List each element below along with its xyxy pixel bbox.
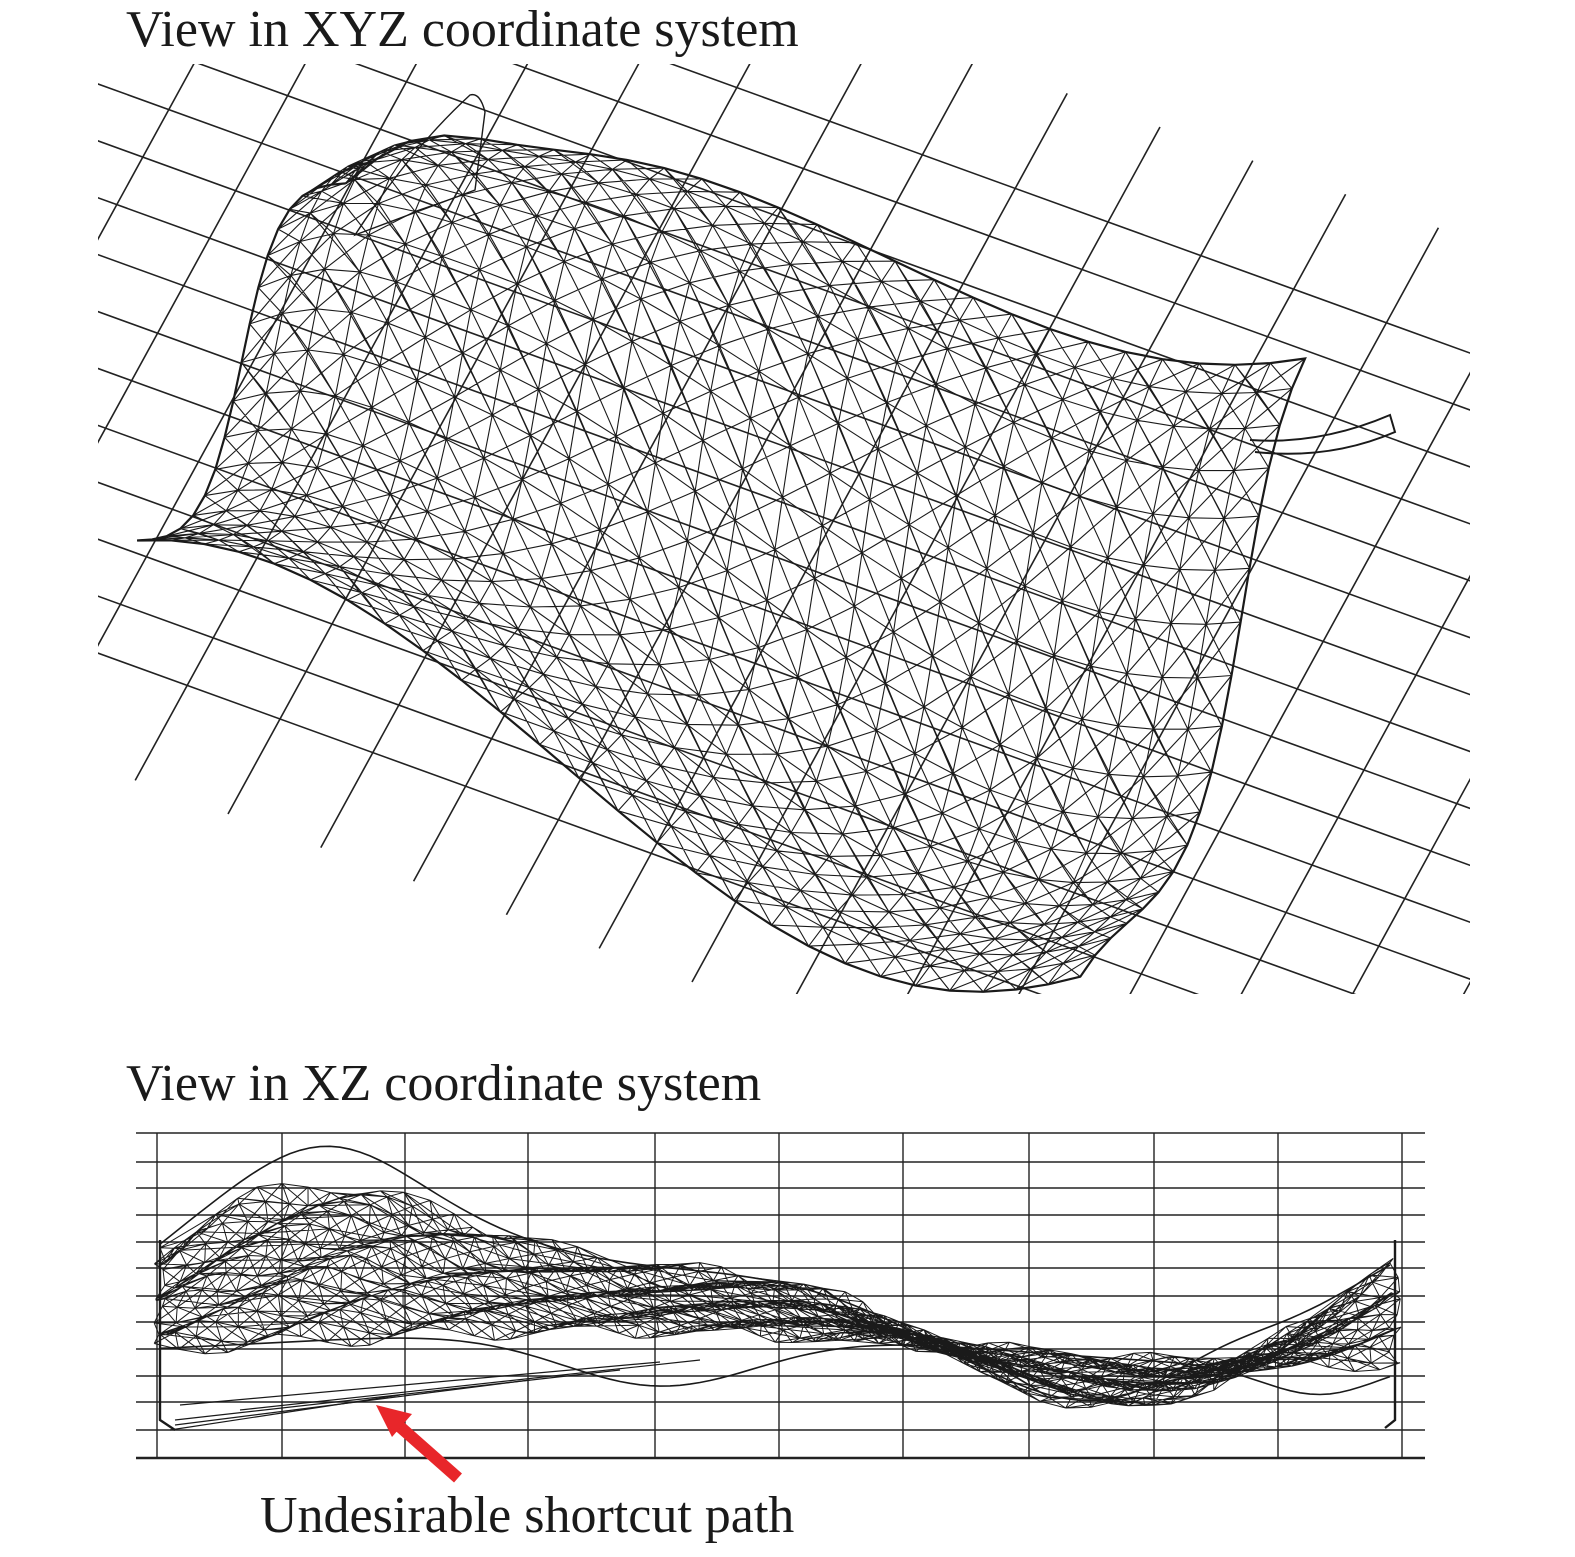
shortcut-path-segment bbox=[169, 1394, 401, 1431]
floor-grid-line bbox=[98, 64, 306, 444]
shortcut-path-line bbox=[169, 1359, 701, 1431]
floor-grid-line bbox=[98, 64, 418, 647]
floor-grid-line bbox=[197, 64, 1470, 525]
xyz-view bbox=[0, 0, 1575, 1284]
floor-grid-line bbox=[691, 126, 1161, 983]
floor-grid-line bbox=[227, 64, 640, 815]
floor-grid-line bbox=[512, 64, 1470, 411]
floor-grid-line bbox=[98, 595, 1200, 994]
floor-grid-line bbox=[98, 481, 1470, 980]
shortcut-arrow-icon bbox=[376, 1405, 462, 1483]
floor-grid-line bbox=[134, 64, 529, 781]
floor-grid-line bbox=[320, 64, 751, 848]
floor-grid-line bbox=[1351, 777, 1470, 994]
shortcut-path-segment bbox=[239, 1359, 701, 1411]
floor-grid-line bbox=[98, 310, 1470, 810]
floor-grid-line bbox=[669, 64, 1470, 354]
xz-view-title: View in XZ coordinate system bbox=[126, 1055, 762, 1112]
floor-grid-line bbox=[98, 196, 1470, 696]
xz-wireframe bbox=[153, 1183, 1402, 1409]
floor-grid-line bbox=[98, 538, 1357, 994]
xz-end-caps bbox=[158, 1240, 1397, 1431]
xz-grid bbox=[136, 1132, 1425, 1460]
surface-curl-left bbox=[353, 93, 486, 237]
floor-grid-line bbox=[98, 367, 1470, 867]
xyz-floor-grid bbox=[0, 0, 1575, 1284]
xz-upper-envelope bbox=[159, 1145, 1391, 1402]
arrow-head bbox=[376, 1405, 412, 1437]
floor-grid-line bbox=[98, 83, 1470, 582]
floor-grid-line bbox=[795, 160, 1254, 994]
surface-boundary bbox=[137, 134, 1307, 993]
floor-grid-line bbox=[98, 253, 1470, 753]
xyz-surface-mesh bbox=[137, 93, 1397, 993]
xz-view bbox=[136, 1132, 1425, 1460]
floor-grid-line bbox=[0, 0, 232, 646]
xz-lower-envelope bbox=[159, 1337, 1391, 1396]
floor-grid-line bbox=[98, 64, 195, 241]
floor-grid-line bbox=[98, 424, 1470, 924]
floor-grid-line bbox=[1527, 429, 1575, 1284]
floor-grid-line bbox=[1129, 371, 1470, 994]
floor-grid-line bbox=[906, 193, 1347, 994]
floor-grid-line bbox=[1018, 227, 1440, 994]
xz-mesh-projection bbox=[153, 1145, 1402, 1431]
floor-grid-line bbox=[354, 64, 1470, 468]
surface-curl-right bbox=[1249, 413, 1397, 455]
shortcut-path-segment bbox=[179, 1361, 661, 1406]
floor-grid-line bbox=[1434, 396, 1575, 1251]
floor-grid-line bbox=[598, 93, 1068, 949]
floor-grid-line bbox=[412, 64, 862, 882]
floor-grid-line bbox=[1240, 574, 1470, 994]
shortcut-path-annotation: Undesirable shortcut path bbox=[260, 1487, 795, 1544]
surface-wireframe bbox=[137, 134, 1306, 993]
xyz-view-title: View in XYZ coordinate system bbox=[126, 1, 799, 58]
arrow-shaft bbox=[394, 1420, 462, 1483]
